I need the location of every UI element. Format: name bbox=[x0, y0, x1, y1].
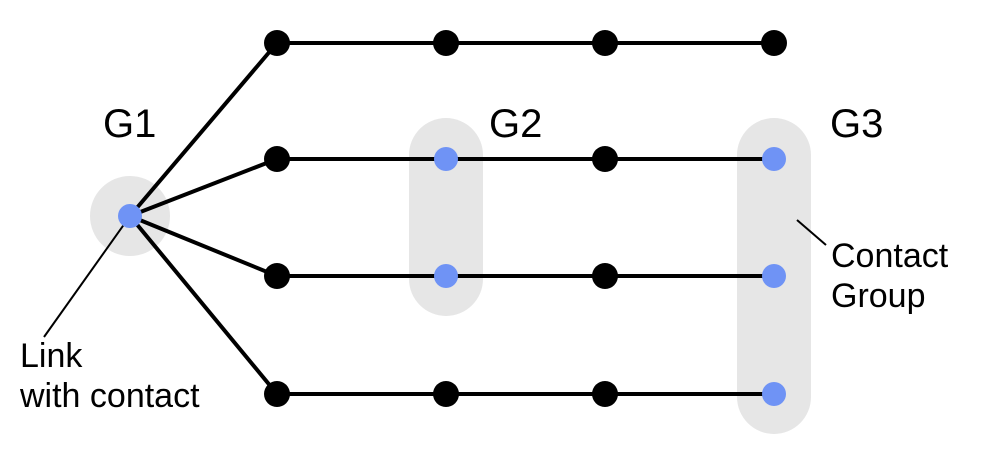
node-row1-col1 bbox=[264, 30, 290, 56]
link-hub-to-row3 bbox=[128, 214, 279, 278]
g1-hub-contact-node bbox=[118, 204, 142, 228]
link-with-contact-label-line2: with contact bbox=[19, 377, 200, 415]
link-hub-to-row4 bbox=[128, 214, 279, 396]
contact-node-row2-col2 bbox=[434, 147, 458, 171]
contact-group-leader bbox=[796, 219, 827, 246]
contact-node-row3-col2 bbox=[434, 264, 458, 288]
node-row3-col3 bbox=[592, 263, 618, 289]
link-with-contact-leader bbox=[43, 215, 131, 338]
node-row1-col2 bbox=[433, 30, 459, 56]
node-row4-col3 bbox=[592, 381, 618, 407]
node-row2-col1 bbox=[264, 146, 290, 172]
g2-contact-group-halo bbox=[409, 118, 483, 316]
g3-label: G3 bbox=[830, 102, 883, 146]
contact-group-label-line1: Contact bbox=[831, 237, 949, 275]
node-row1-col4 bbox=[761, 30, 787, 56]
link-hub-to-row1 bbox=[128, 41, 279, 218]
g1-label: G1 bbox=[103, 102, 156, 146]
node-row2-col3 bbox=[592, 146, 618, 172]
link-with-contact-label-line1: Link bbox=[20, 337, 83, 375]
contact-node-row2-col4 bbox=[762, 147, 786, 171]
contact-node-row3-col4 bbox=[762, 264, 786, 288]
node-row4-col1 bbox=[264, 381, 290, 407]
node-row3-col1 bbox=[264, 263, 290, 289]
node-row4-col2 bbox=[433, 381, 459, 407]
link-hub-to-row2 bbox=[128, 157, 279, 218]
node-row1-col3 bbox=[592, 30, 618, 56]
contact-node-row4-col4 bbox=[762, 382, 786, 406]
g2-label: G2 bbox=[489, 102, 542, 146]
contact-group-label-line2: Group bbox=[831, 277, 926, 315]
